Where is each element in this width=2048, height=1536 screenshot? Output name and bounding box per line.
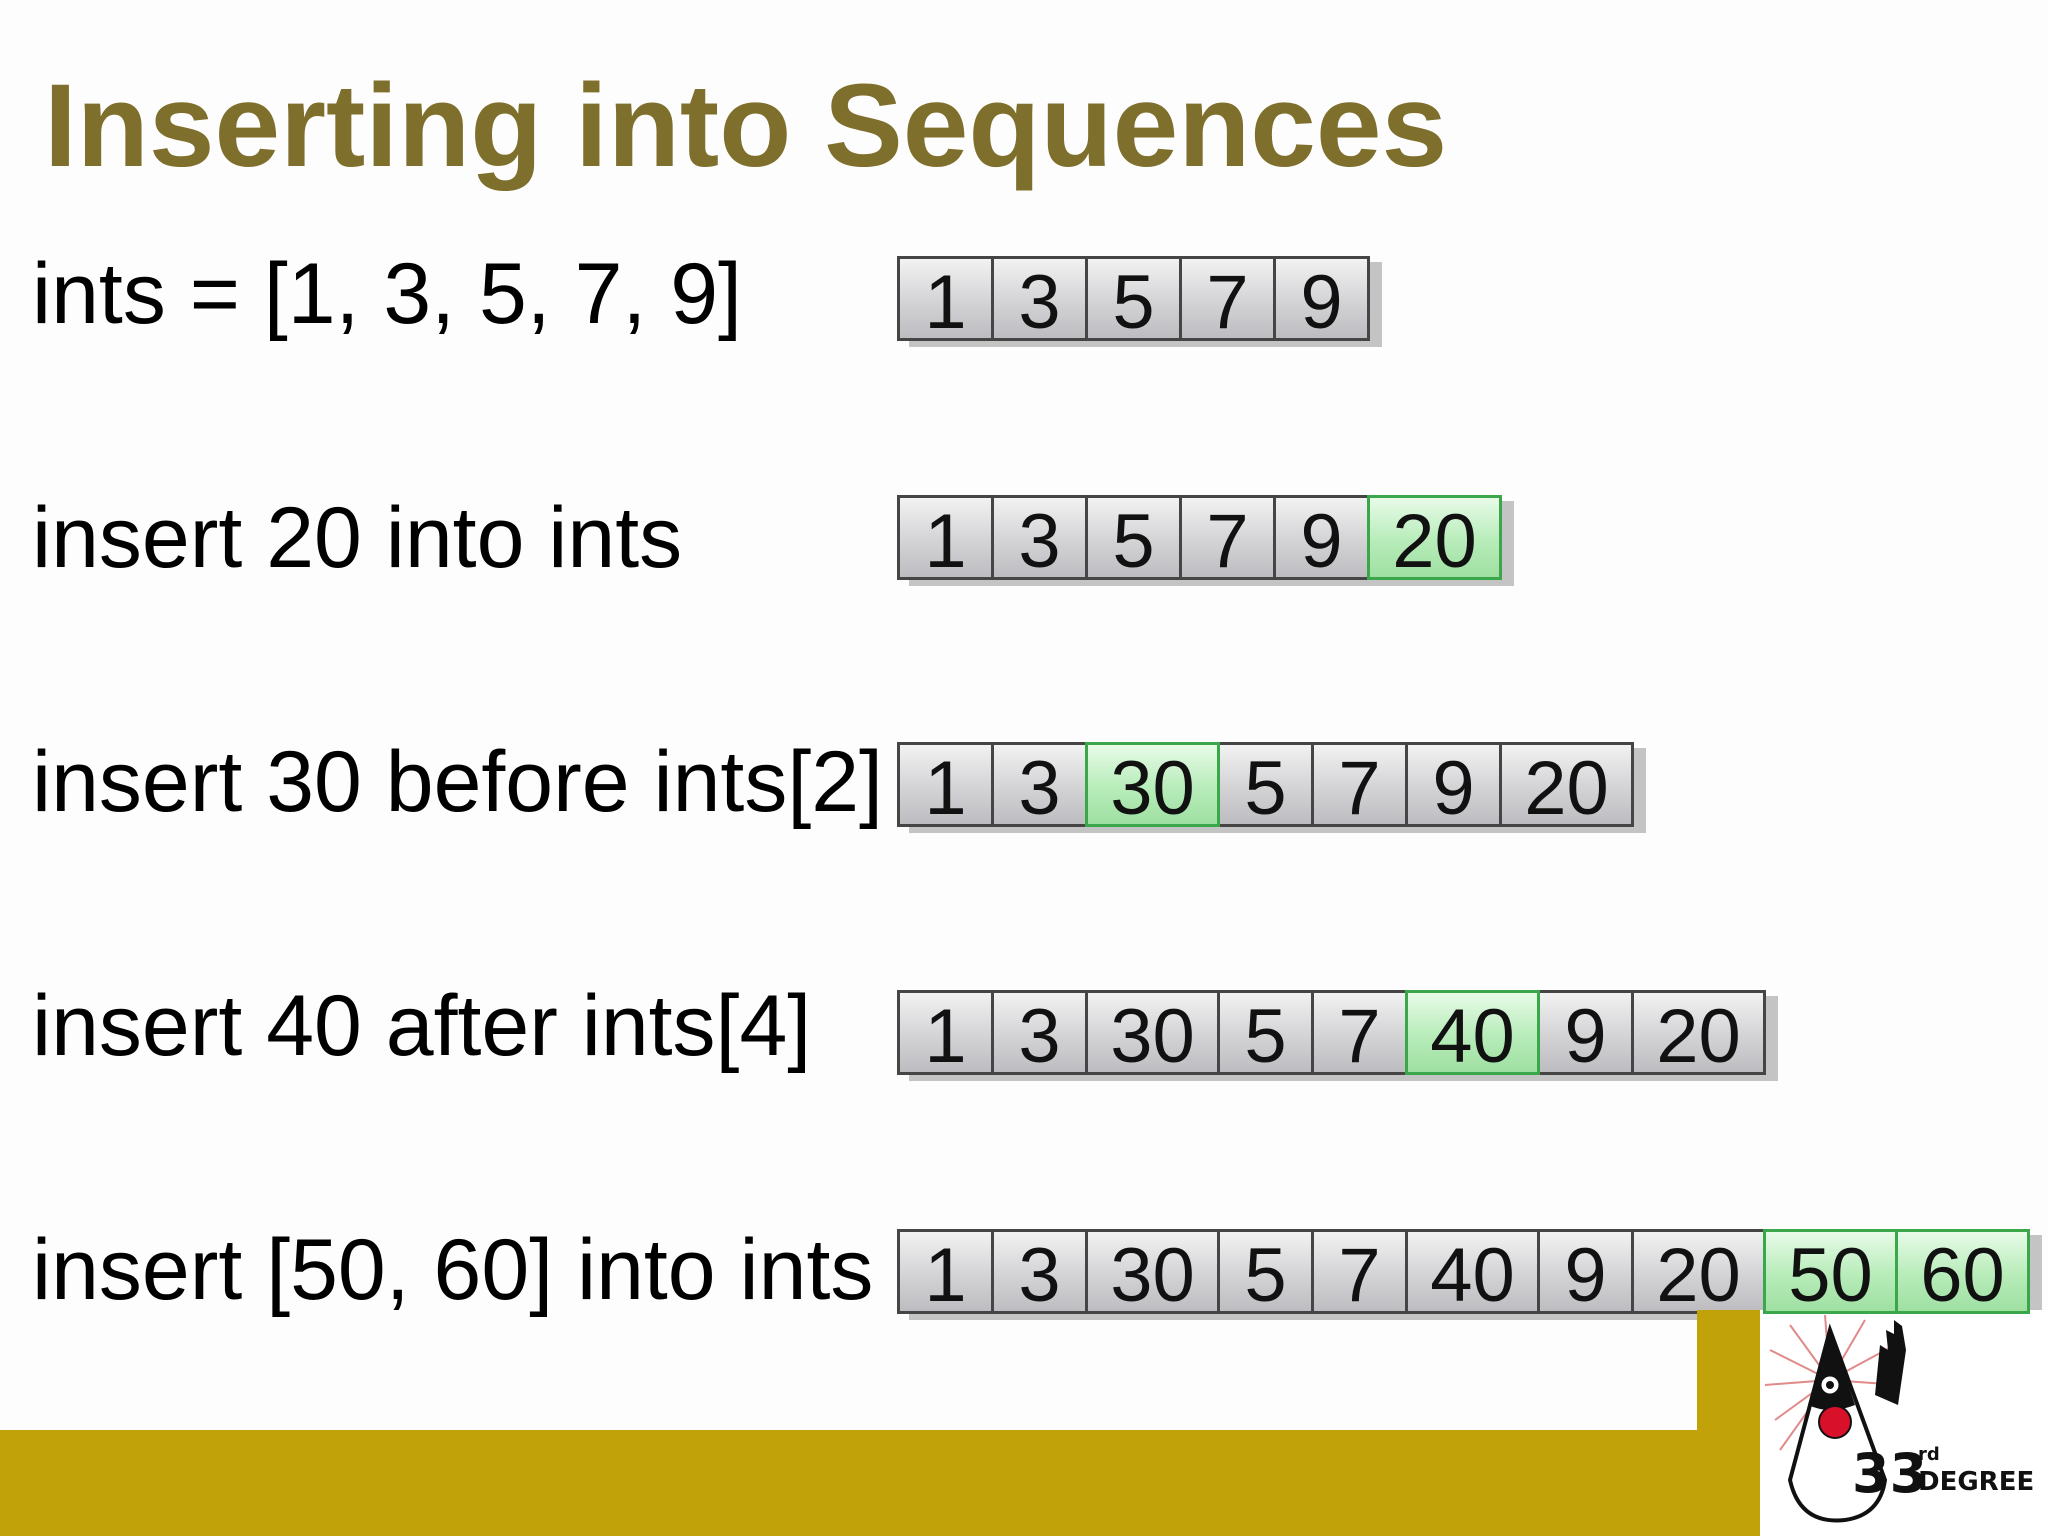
inserted-cell: 20 bbox=[1367, 495, 1502, 584]
sequence-cell: 3 bbox=[991, 1229, 1088, 1318]
sequence-cell: 9 bbox=[1273, 256, 1370, 345]
footer-band bbox=[0, 1430, 1760, 1536]
sequence-cell: 40 bbox=[1405, 1229, 1540, 1318]
sequence-cell: 7 bbox=[1179, 256, 1276, 345]
sequence-cell: 9 bbox=[1537, 990, 1634, 1079]
row-label-insert-before: insert 30 before ints[2] bbox=[32, 734, 883, 830]
logo-number: 33 bbox=[1852, 1442, 1927, 1505]
sequence-cell: 9 bbox=[1273, 495, 1370, 584]
slide-title: Inserting into Sequences bbox=[44, 60, 1448, 192]
sequence-cell: 1 bbox=[897, 742, 994, 831]
sequence-cell: 7 bbox=[1179, 495, 1276, 584]
inserted-cell: 30 bbox=[1085, 742, 1220, 831]
sequence-cell: 7 bbox=[1311, 990, 1408, 1079]
sequence-cell: 5 bbox=[1217, 1229, 1314, 1318]
inserted-cell: 40 bbox=[1405, 990, 1540, 1079]
sequence-cell: 20 bbox=[1631, 990, 1766, 1079]
sequence-cell: 3 bbox=[991, 495, 1088, 584]
inserted-cell: 50 bbox=[1763, 1229, 1898, 1318]
sequence-cell: 9 bbox=[1405, 742, 1502, 831]
sequence-cell: 30 bbox=[1085, 1229, 1220, 1318]
sequence-cell: 1 bbox=[897, 990, 994, 1079]
sequence-cell: 5 bbox=[1085, 495, 1182, 584]
sequence-cell: 7 bbox=[1311, 742, 1408, 831]
footer-band-vertical bbox=[1697, 1310, 1760, 1536]
logo-superscript: rd bbox=[1918, 1444, 1940, 1465]
inserted-cell: 60 bbox=[1895, 1229, 2030, 1318]
row-label-insert-after: insert 40 after ints[4] bbox=[32, 978, 812, 1074]
sequence-cell: 3 bbox=[991, 990, 1088, 1079]
sequence-cell: 30 bbox=[1085, 990, 1220, 1079]
sequence-cell: 1 bbox=[897, 256, 994, 345]
row-label-initial: ints = [1, 3, 5, 7, 9] bbox=[32, 246, 742, 342]
logo-word: DEGREE bbox=[1918, 1467, 2034, 1497]
sequence-cell: 5 bbox=[1085, 256, 1182, 345]
sequence-cell: 5 bbox=[1217, 742, 1314, 831]
row-label-insert-list: insert [50, 60] into ints bbox=[32, 1222, 874, 1318]
sequence-cell: 3 bbox=[991, 256, 1088, 345]
sequence-cell: 9 bbox=[1537, 1229, 1634, 1318]
sequence-cell: 20 bbox=[1499, 742, 1634, 831]
sequence-cell: 1 bbox=[897, 1229, 994, 1318]
sequence-cell: 1 bbox=[897, 495, 994, 584]
sequence-cell: 5 bbox=[1217, 990, 1314, 1079]
conference-logo: 33 rd DEGREE bbox=[1760, 1310, 2048, 1536]
sequence-cell: 7 bbox=[1311, 1229, 1408, 1318]
sequence-cell: 3 bbox=[991, 742, 1088, 831]
row-label-insert-end: insert 20 into ints bbox=[32, 490, 683, 586]
sequence-cell: 20 bbox=[1631, 1229, 1766, 1318]
